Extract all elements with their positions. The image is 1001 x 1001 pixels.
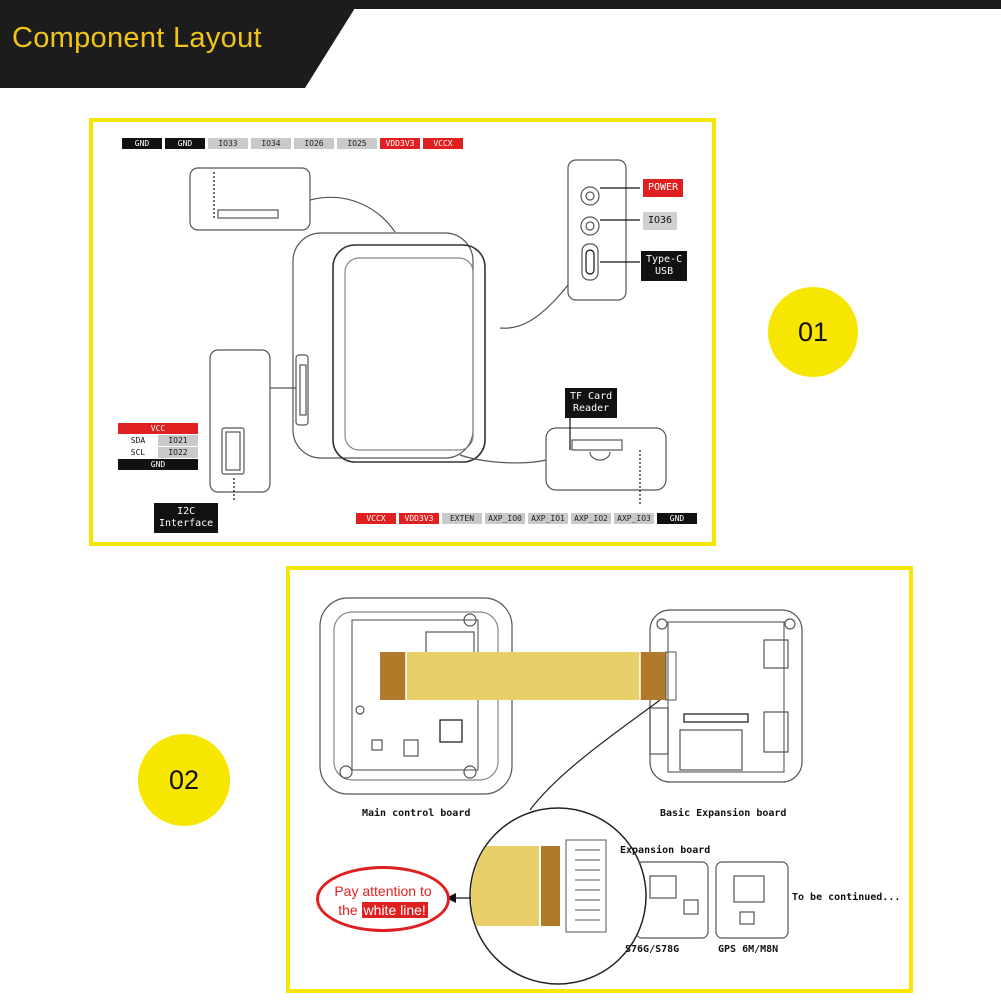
i2c-sda: SDA bbox=[118, 435, 158, 446]
white-line-notice: Pay attention to the white line! bbox=[316, 866, 450, 932]
side-button-module bbox=[567, 159, 627, 301]
badge-02: 02 bbox=[138, 734, 230, 826]
notice-highlight: white line! bbox=[361, 902, 428, 918]
pin-label: AXP_IO3 bbox=[614, 513, 654, 524]
i2c-io21: IO21 bbox=[158, 435, 198, 446]
pin-label: IO34 bbox=[251, 138, 291, 149]
pin-label: GND bbox=[122, 138, 162, 149]
ribbon-cable bbox=[380, 651, 677, 701]
i2c-pin-table: VCC SDA IO21 SCL IO22 GND bbox=[118, 423, 198, 471]
pin-label: VCCX bbox=[423, 138, 463, 149]
io36-label: IO36 bbox=[643, 212, 678, 230]
i2c-module bbox=[209, 349, 271, 493]
pin-label: IO33 bbox=[208, 138, 248, 149]
page-title: Component Layout bbox=[12, 22, 262, 54]
notice-line2: the white line! bbox=[319, 901, 447, 920]
i2c-gnd: GND bbox=[118, 459, 198, 470]
top-header-module bbox=[189, 167, 311, 231]
pin-label: VCCX bbox=[356, 513, 396, 524]
pin-label: EXTEN bbox=[442, 513, 482, 524]
typec-usb-label: Type-C USB bbox=[641, 251, 688, 281]
to-be-continued-caption: To be continued... bbox=[792, 892, 901, 903]
header-banner bbox=[0, 0, 360, 88]
pin-label: IO25 bbox=[337, 138, 377, 149]
component-panel-1 bbox=[89, 118, 716, 546]
pin-label: VDD3V3 bbox=[399, 513, 439, 524]
basic-expansion-board-caption: Basic Expansion board bbox=[660, 808, 787, 819]
pin-label: AXP_IO1 bbox=[528, 513, 568, 524]
i2c-label-line1: I2C bbox=[177, 506, 196, 517]
i2c-label-line2: Interface bbox=[159, 518, 214, 529]
gps-caption: GPS 6M/M8N bbox=[718, 944, 779, 955]
m5stick-device bbox=[292, 232, 474, 459]
main-control-board-caption: Main control board bbox=[362, 808, 471, 819]
i2c-scl: SCL bbox=[118, 447, 158, 458]
badge-01: 01 bbox=[768, 287, 858, 377]
pin-label: IO26 bbox=[294, 138, 334, 149]
tf-label-line2: Reader bbox=[573, 403, 610, 414]
expansion-board-caption: Expansion board bbox=[620, 845, 711, 856]
typec-label-line1: Type-C bbox=[646, 254, 683, 265]
header: Component Layout bbox=[0, 0, 360, 88]
pin-label: AXP_IO2 bbox=[571, 513, 611, 524]
tf-card-label: TF Card Reader bbox=[565, 388, 618, 418]
i2c-io22: IO22 bbox=[158, 447, 198, 458]
i2c-vcc: VCC bbox=[118, 423, 198, 434]
i2c-interface-label: I2C Interface bbox=[154, 503, 219, 533]
basic-expansion-board bbox=[649, 609, 803, 783]
top-bar bbox=[0, 0, 1001, 9]
pin-label: GND bbox=[165, 138, 205, 149]
zoom-detail bbox=[469, 807, 647, 985]
s76g-caption: S76G/S78G bbox=[625, 944, 680, 955]
notice-line1: Pay attention to bbox=[334, 883, 432, 899]
typec-label-line2: USB bbox=[655, 266, 674, 277]
ribbon-zoom bbox=[471, 830, 645, 970]
power-label: POWER bbox=[643, 179, 684, 197]
pin-label: GND bbox=[657, 513, 697, 524]
tf-card-module bbox=[545, 427, 667, 491]
gps-board bbox=[715, 861, 789, 939]
notice-the: the bbox=[338, 902, 358, 918]
pin-label: AXP_IO0 bbox=[485, 513, 525, 524]
pin-label: VDD3V3 bbox=[380, 138, 420, 149]
tf-label-line1: TF Card bbox=[570, 391, 613, 402]
